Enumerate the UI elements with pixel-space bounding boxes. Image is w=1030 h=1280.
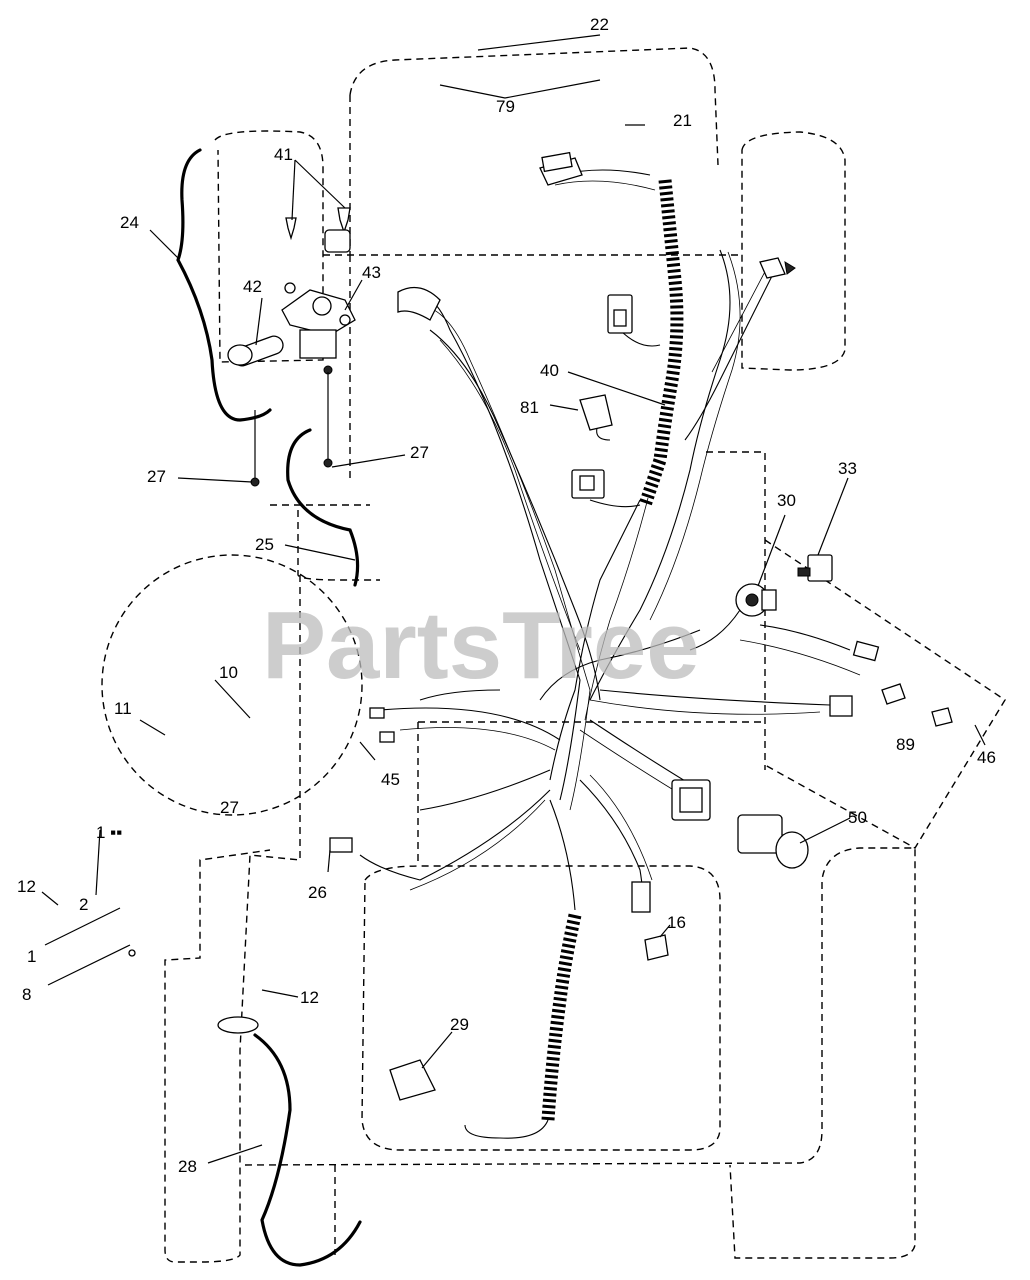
callout-79: 79 — [496, 97, 515, 116]
callout-1-mark: 1 ▪▪ — [96, 823, 122, 842]
battery-cable-25 — [286, 428, 360, 587]
callout-40: 40 — [540, 361, 559, 380]
battery-cable-24 — [176, 148, 272, 422]
callout-30: 30 — [777, 491, 796, 510]
callout-21: 21 — [673, 111, 692, 130]
callout-81: 81 — [520, 398, 539, 417]
solenoid-bracket — [281, 282, 356, 375]
callout-8: 8 — [22, 985, 31, 1004]
callout-42: 42 — [243, 277, 262, 296]
console-right-outline — [706, 451, 766, 770]
connector-upper-left — [539, 151, 583, 186]
fuse-33 — [797, 554, 833, 582]
partstree-watermark: PartsTree — [262, 592, 700, 699]
console-outline — [270, 504, 380, 581]
callout-27-right: 27 — [410, 443, 429, 462]
rear-frame-outline — [244, 847, 916, 1259]
connector-upper-right — [759, 257, 796, 279]
harness-conduits — [464, 179, 684, 1139]
screws — [285, 207, 351, 253]
hood-outline — [349, 47, 719, 166]
lower-conduit — [541, 913, 582, 1121]
callout-26: 26 — [308, 883, 327, 902]
headlight-50 — [737, 814, 809, 869]
ground-cable-28 — [253, 1033, 362, 1267]
components — [44, 148, 953, 1267]
callout-1: 1 — [27, 947, 36, 966]
callout-12-lower: 12 — [300, 988, 319, 1007]
leader-lines — [41, 34, 986, 1164]
upper-conduit — [638, 179, 684, 508]
callout-10: 10 — [219, 663, 238, 682]
callout-22: 22 — [590, 15, 609, 34]
callout-89: 89 — [896, 735, 915, 754]
left-fender-outline — [214, 130, 324, 363]
steering-wheel-outline — [101, 554, 363, 816]
chassis-outlines — [101, 47, 1006, 1263]
callout-45: 45 — [381, 770, 400, 789]
callout-25: 25 — [255, 535, 274, 554]
callout-33: 33 — [838, 459, 857, 478]
connector-mid — [607, 294, 633, 334]
ignition-plug — [227, 335, 284, 367]
callout-28: 28 — [178, 1157, 197, 1176]
callout-labels: 22 79 21 41 24 42 43 40 81 27 27 33 30 2… — [17, 15, 996, 1176]
deck-outline — [361, 865, 721, 1151]
callout-16: 16 — [667, 913, 686, 932]
callout-27-mid: 27 — [220, 798, 239, 817]
callout-43: 43 — [362, 263, 381, 282]
lower-body-outline — [164, 575, 301, 1263]
callout-29: 29 — [450, 1015, 469, 1034]
connector-lower — [571, 469, 605, 499]
callout-24: 24 — [120, 213, 139, 232]
callout-41: 41 — [274, 145, 293, 164]
callout-50: 50 — [848, 808, 867, 827]
seat-panel-outline — [417, 721, 765, 865]
callout-27-left: 27 — [147, 467, 166, 486]
callout-12-left: 12 — [17, 877, 36, 896]
right-fender-outline — [741, 131, 846, 371]
callout-11: 11 — [114, 699, 132, 718]
callout-46: 46 — [977, 748, 996, 767]
wire-bundle — [359, 169, 861, 911]
key-switch-30 — [735, 583, 777, 617]
relay-81 — [579, 394, 613, 431]
callout-2: 2 — [79, 895, 88, 914]
right-panel-outline — [764, 539, 1006, 849]
